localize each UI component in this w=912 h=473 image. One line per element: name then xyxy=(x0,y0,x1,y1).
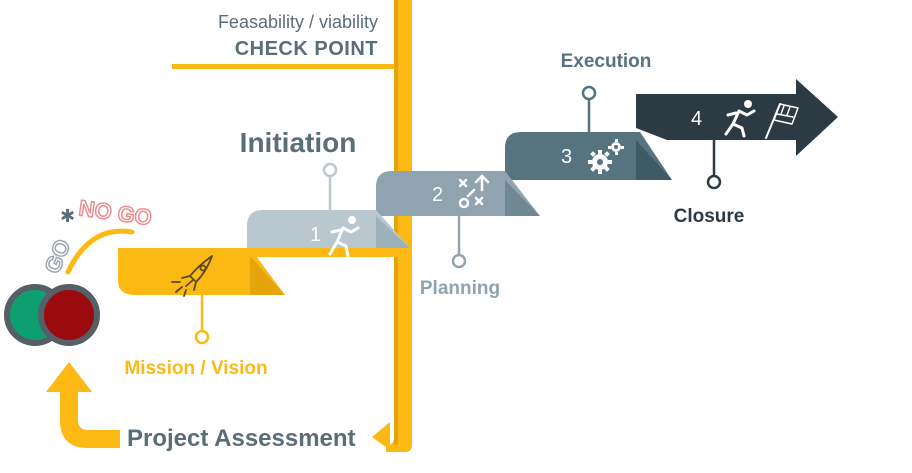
mission-block xyxy=(118,248,285,295)
stage-3-block xyxy=(505,132,672,180)
stage-4-name: Closure xyxy=(674,206,745,227)
checkpoint-underline xyxy=(172,64,396,69)
stage-1-block xyxy=(247,210,412,250)
stage-3-marker xyxy=(581,85,597,101)
assessment-label: Project Assessment xyxy=(127,425,356,452)
rocket-icon xyxy=(171,255,213,297)
running-person-flag-icon xyxy=(724,100,799,139)
go-no-go-arc xyxy=(65,228,135,275)
checkpoint-bar xyxy=(386,0,412,452)
stage-2-block xyxy=(376,171,540,216)
mission-marker xyxy=(194,329,210,345)
stage-3-number: 3 xyxy=(561,146,572,168)
traffic-light xyxy=(4,284,100,346)
strategy-plan-icon xyxy=(458,174,490,209)
stage-1-name: Initiation xyxy=(240,127,357,158)
stage-4-number: 4 xyxy=(691,108,702,130)
stage-3-name: Execution xyxy=(561,51,652,72)
checkpoint-return-arrow xyxy=(372,422,390,450)
running-person-icon xyxy=(328,216,360,258)
mission-connector xyxy=(118,248,412,257)
checkpoint-line1: Feasability / viability xyxy=(218,12,378,32)
go-separator-dot: ✱ xyxy=(60,206,75,226)
red-light xyxy=(38,284,100,346)
no-go-text: NO GO xyxy=(77,195,153,230)
mission-label: Mission / Vision xyxy=(124,358,267,379)
stage-4-block xyxy=(636,79,838,156)
stage-2-marker xyxy=(451,253,467,269)
stage-2-number: 2 xyxy=(432,184,443,206)
stage-1-number: 1 xyxy=(310,224,321,246)
stage-2-name: Planning xyxy=(420,278,500,299)
gears-icon xyxy=(588,139,624,174)
stage-4-marker xyxy=(706,174,722,190)
checkpoint-line2: CHECK POINT xyxy=(235,38,378,60)
stage-1-marker xyxy=(322,162,338,178)
assessment-return-arrow xyxy=(46,362,120,448)
